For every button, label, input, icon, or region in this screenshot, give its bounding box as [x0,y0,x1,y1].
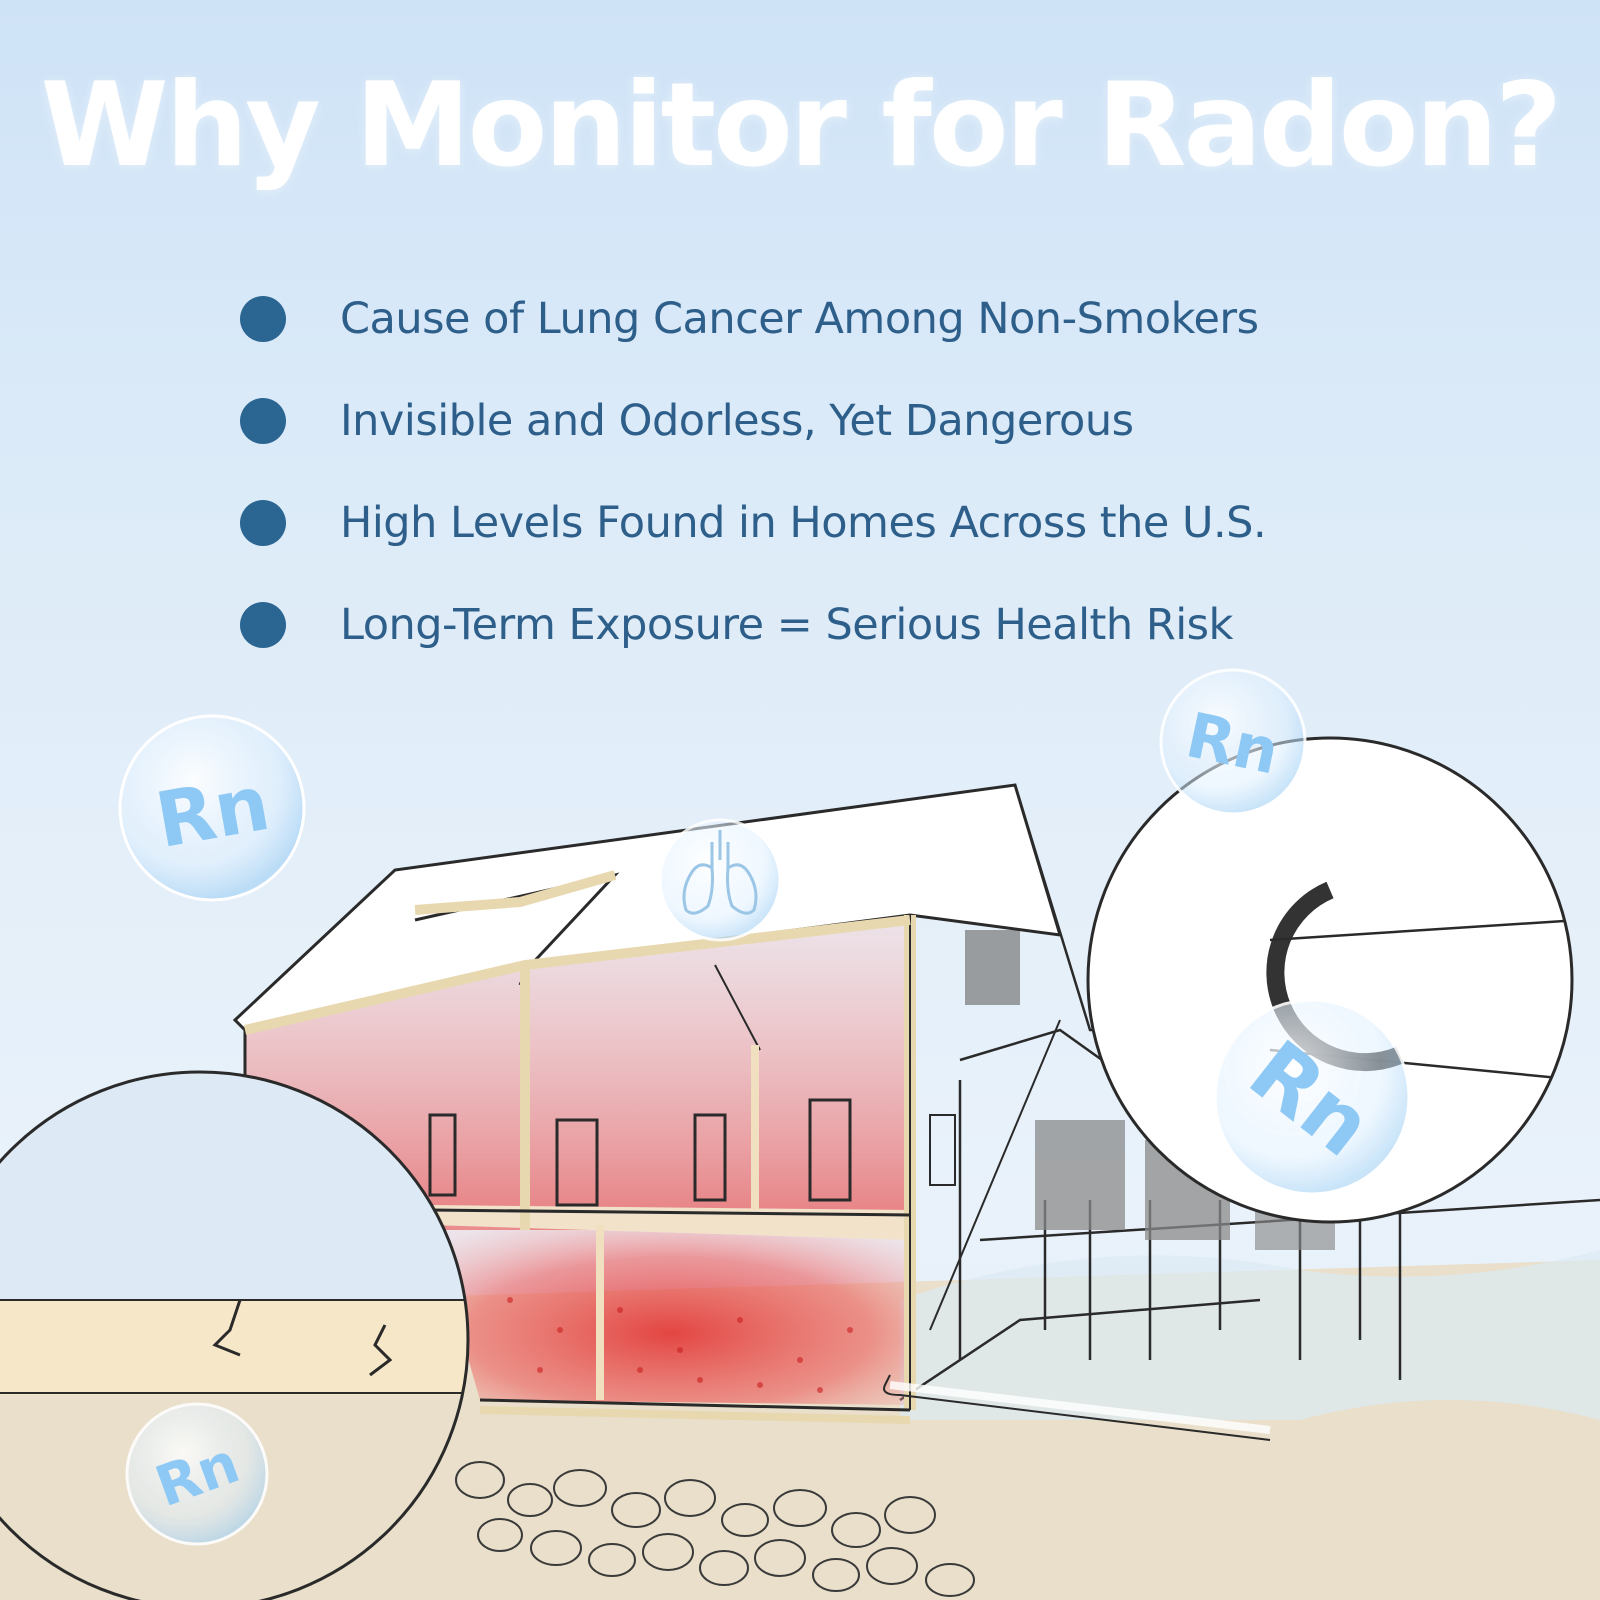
list-item: Cause of Lung Cancer Among Non-Smokers [240,268,1440,370]
rn-label: Rn [149,758,275,865]
rn-bubble-right-magnifier: Rn [1213,998,1411,1196]
bullet-text: High Levels Found in Homes Across the U.… [340,498,1267,548]
list-item: High Levels Found in Homes Across the U.… [240,472,1440,574]
gravel [455,1461,975,1597]
bullet-text: Long-Term Exposure = Serious Health Risk [340,600,1233,650]
bullet-text: Cause of Lung Cancer Among Non-Smokers [340,294,1259,344]
list-item: Invisible and Odorless, Yet Dangerous [240,370,1440,472]
window-right-lower [1035,1120,1125,1230]
list-item: Long-Term Exposure = Serious Health Risk [240,574,1440,676]
bullet-dot [240,398,286,444]
page-title: Why Monitor for Radon? [40,58,1563,193]
window-right-upper [965,930,1020,1005]
bullet-dot [240,602,286,648]
house-main [232,783,1271,1441]
rn-bubble-top-right: Rn [1159,668,1307,816]
rn-bubble-top-left: Rn [118,714,306,902]
bullet-dot [240,296,286,342]
lungs-icon [658,818,782,942]
bullet-list: Cause of Lung Cancer Among Non-Smokers I… [240,268,1440,676]
bullet-dot [240,500,286,546]
bullet-text: Invisible and Odorless, Yet Dangerous [340,396,1134,446]
rn-bubble-bottom-left: Rn [125,1402,269,1546]
